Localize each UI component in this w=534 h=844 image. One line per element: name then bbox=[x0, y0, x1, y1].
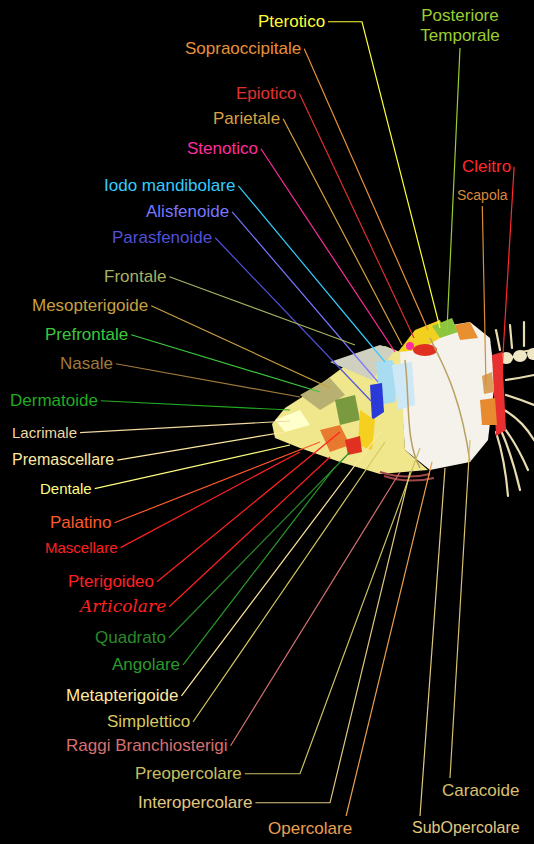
pectoral-base bbox=[480, 398, 497, 425]
bone-label: Epiotico bbox=[236, 84, 296, 104]
bone-label: Mesopterigoide bbox=[32, 296, 148, 316]
jaw-bone bbox=[345, 436, 362, 455]
branchiostegal-ray bbox=[380, 472, 430, 477]
leader-line bbox=[116, 364, 300, 397]
bone-label: Cleitro bbox=[462, 157, 511, 177]
bone-label: Lacrimale bbox=[12, 424, 77, 441]
leader-line bbox=[117, 432, 285, 460]
vertebra bbox=[527, 348, 534, 360]
vertebra bbox=[513, 350, 527, 362]
fin-ray bbox=[504, 410, 534, 440]
leader-line bbox=[183, 467, 335, 665]
bone-label: Dermatoide bbox=[10, 391, 98, 411]
bone-label: Angolare bbox=[112, 655, 180, 675]
leader-line bbox=[121, 452, 300, 548]
crest-bone bbox=[432, 318, 458, 338]
bone-label: Mascellare bbox=[45, 539, 118, 556]
leader-line bbox=[255, 472, 410, 803]
opercular-edge bbox=[430, 338, 470, 462]
bone-label: Dentale bbox=[40, 480, 92, 497]
leader-line bbox=[169, 452, 350, 638]
leader-line bbox=[261, 149, 395, 352]
bone-label: Frontale bbox=[104, 267, 166, 287]
bone-label: Stenotico bbox=[187, 139, 258, 159]
bone-label: Sopraoccipitale bbox=[185, 39, 301, 59]
bone-label: Pterigoideo bbox=[68, 572, 154, 592]
leader-line bbox=[328, 22, 440, 328]
fin-ray bbox=[496, 432, 508, 496]
opercular-edge bbox=[405, 360, 420, 468]
leader-line bbox=[238, 186, 385, 362]
bone-label: Scapola bbox=[457, 187, 508, 203]
crest-bone bbox=[455, 322, 478, 340]
leader-line bbox=[80, 421, 290, 433]
leader-line bbox=[114, 442, 320, 523]
vertebra-spine bbox=[523, 322, 525, 346]
leader-line bbox=[482, 206, 486, 385]
bone-label: Parietale bbox=[213, 109, 280, 129]
leader-line bbox=[450, 440, 470, 778]
bone-label: Preopercolare bbox=[135, 764, 242, 784]
bone-label: Nasale bbox=[60, 354, 113, 374]
bone-label: Premascellare bbox=[12, 451, 114, 469]
bone-label: Quadrato bbox=[95, 628, 166, 648]
branchiostegal-rays bbox=[380, 472, 434, 481]
leader-line bbox=[101, 401, 290, 410]
vertebra-spine bbox=[510, 325, 512, 348]
leader-line bbox=[181, 432, 380, 696]
vertebrae bbox=[499, 348, 534, 364]
bone-label: Iodo mandibolare bbox=[104, 176, 235, 196]
bone-label: SubOpercolare bbox=[412, 819, 520, 837]
leader-line bbox=[245, 448, 420, 774]
leader-line bbox=[169, 457, 330, 607]
bone-label: Simplettico bbox=[107, 712, 190, 732]
hyomandibular-bone bbox=[392, 362, 415, 410]
bone-label: Caracoide bbox=[442, 781, 520, 801]
crest-bone bbox=[406, 342, 414, 350]
bone-label: Interopercolare bbox=[138, 793, 252, 813]
leader-line bbox=[95, 445, 290, 489]
bone-label: Parasfenoide bbox=[112, 228, 212, 248]
bone-label: Pterotico bbox=[258, 12, 325, 32]
bone-label: Articolare bbox=[80, 597, 166, 617]
vertebra-spine bbox=[496, 330, 500, 350]
leader-line bbox=[231, 472, 400, 746]
bone-label: Metapterigoide bbox=[66, 686, 178, 706]
leader-line bbox=[232, 212, 378, 382]
leader-line bbox=[151, 306, 330, 388]
leader-line bbox=[346, 462, 432, 816]
bone-label: Alisfenoide bbox=[146, 202, 229, 222]
fin-ray bbox=[506, 395, 534, 405]
leader-line bbox=[420, 468, 445, 816]
leader-line bbox=[157, 432, 340, 582]
bone-label: Prefrontale bbox=[45, 325, 128, 345]
opercular-outline bbox=[405, 338, 470, 468]
leader-line bbox=[299, 94, 414, 338]
bone-label: Posteriore Temporale bbox=[408, 6, 512, 45]
jaw-bone bbox=[320, 425, 350, 452]
scapula-bone bbox=[482, 372, 494, 394]
bone-label: Raggi Branchiosterigi bbox=[66, 736, 228, 756]
bone-label: Opercolare bbox=[268, 819, 352, 839]
leader-line bbox=[215, 238, 372, 402]
leader-line bbox=[169, 277, 355, 345]
fin-ray bbox=[506, 375, 534, 380]
frontal-bone bbox=[335, 395, 360, 425]
leader-line bbox=[193, 442, 385, 722]
bone-label: Palatino bbox=[50, 513, 111, 533]
